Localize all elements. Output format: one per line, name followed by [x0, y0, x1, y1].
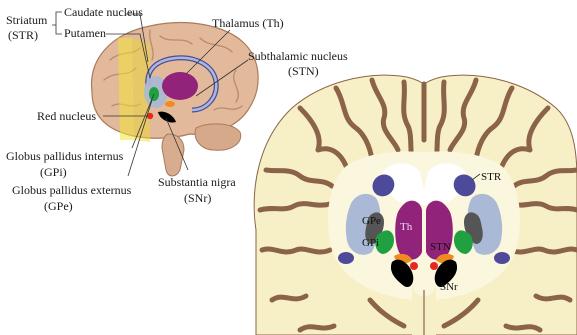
- label-thalamus: Thalamus (Th): [212, 16, 284, 30]
- coronal-section: [254, 75, 577, 335]
- coronal-plane: [118, 38, 134, 140]
- label-gpi-abbr: (GPi): [40, 165, 67, 179]
- label-gpe-abbr: (GPe): [44, 199, 73, 213]
- caudate-tail-right: [494, 252, 510, 264]
- thalamus-3d: [162, 72, 198, 100]
- section-label-th: Th: [400, 221, 413, 233]
- brainstem: [162, 134, 184, 176]
- label-putamen: Putamen: [64, 26, 106, 40]
- label-red-nucleus: Red nucleus: [37, 109, 96, 123]
- section-label-snr: SNr: [440, 281, 458, 293]
- section-label-stn: STN: [430, 241, 451, 253]
- cerebellum: [195, 124, 241, 150]
- label-caudate-nucleus: Caudate nucleus: [64, 5, 143, 19]
- red-nucleus-right: [430, 262, 438, 270]
- subthalamic-nucleus-3d: [165, 101, 175, 107]
- label-substantia-nigra: Substantia nigra: [158, 175, 236, 189]
- label-snr-abbr: (SNr): [184, 191, 211, 205]
- label-striatum: Striatum: [6, 13, 48, 27]
- label-subthalamic-nucleus: Subthalamic nucleus: [248, 49, 348, 63]
- label-globus-pallidus-internus: Globus pallidus internus: [6, 149, 124, 163]
- section-label-gpe: GPe: [362, 215, 381, 227]
- label-globus-pallidus-externus: Globus pallidus externus: [12, 183, 132, 197]
- red-nucleus-left: [410, 262, 418, 270]
- section-label-str: STR: [481, 171, 502, 183]
- caudate-tail-left: [338, 252, 354, 264]
- label-subthalamic-abbr: (STN): [288, 64, 319, 78]
- label-striatum-abbr: (STR): [8, 28, 38, 42]
- section-label-gpi: GPi: [362, 237, 379, 249]
